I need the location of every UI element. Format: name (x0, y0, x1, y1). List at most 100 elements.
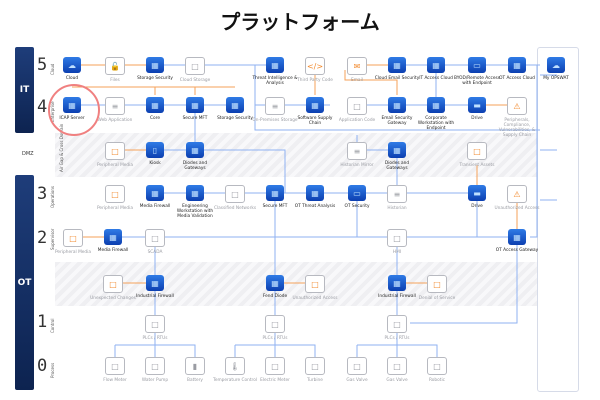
node-storage-security: ▦Storage Security (132, 57, 178, 81)
laptop-unlocked-icon: □ (467, 142, 487, 160)
node-label: Secure MFT (262, 204, 288, 209)
node-label: Diodes and Gateways (182, 161, 208, 171)
node-label: Corporate Workstation with Endpoint (417, 116, 455, 131)
workstation-icon: ▦ (186, 185, 204, 201)
node-label: BYOD/Remote Access with Endpoint (454, 76, 500, 86)
node-third-party-code: </>Third Party Code (292, 57, 338, 83)
node-email-security-gateway: ▦ Email Security Gateway (374, 97, 420, 126)
node-label: Unauthorized Access (494, 206, 540, 211)
turbine-icon: □ (305, 357, 325, 375)
node-label: Media Firewall (139, 204, 171, 209)
node-label: IT Access Cloud (419, 76, 453, 81)
mft-icon: ▦ (266, 185, 284, 201)
warning-door-icon: ⚠ (507, 185, 527, 203)
storage-security-icon: ▦ (226, 97, 244, 113)
node-it-access-cloud: ▦IT Access Cloud (413, 57, 459, 81)
level-2: 2 (37, 228, 48, 248)
node-peripherals-compliance-vulnerabilities-supply-chain: ⚠Peripherals, Compliance, Vulnerabilitie… (494, 97, 540, 138)
node-label: Threat Intelligence & Analysis (252, 76, 298, 86)
usb-drive-icon: ▬ (468, 185, 486, 201)
node-diodes-and-gateways: ▦Diodes and Gateways (374, 142, 420, 171)
valve-icon: □ (387, 357, 407, 375)
node-label: Water Pump (141, 378, 169, 383)
node-label: Historian (387, 206, 407, 211)
industrial-firewall-icon: ▦ (266, 275, 284, 291)
node-software-supply-chain: ▦Software Supply Chain (292, 97, 338, 126)
node-core: ▦Core (132, 97, 178, 121)
panel-icon: □ (387, 229, 407, 247)
node-denial-of-service: □ Denial of Service (414, 275, 460, 301)
node-fend-diode: ▦Fend Diode (252, 275, 298, 299)
node-label: SCADA (147, 250, 163, 255)
dmz-label: DMZ (22, 151, 34, 157)
valve-icon: □ (347, 357, 367, 375)
node-cloud: ☁Cloud (49, 57, 95, 81)
database-icon: ≡ (387, 185, 407, 203)
node-label: OT Access Cloud (499, 76, 535, 81)
node-label: Engineering Workstation with Media Valid… (176, 204, 214, 219)
node-plcs-rtus: □PLCs / RTUs (252, 315, 298, 341)
node-drive: ▬Drive (454, 97, 500, 121)
node-electric-meter: □Electric Meter (252, 357, 298, 383)
node-industrial-firewall: ▦ Industrial Firewall (132, 275, 178, 299)
industrial-firewall-icon: ▦ (146, 275, 164, 291)
storage-security-icon: ▦ (146, 57, 164, 73)
gateway-icon: ▦ (508, 229, 526, 245)
node-label: Email Security Gateway (381, 116, 413, 126)
node-storage-security: ▦ Storage Security (212, 97, 258, 121)
node-label: Storage Security (217, 116, 253, 121)
database-icon: ≡ (265, 97, 285, 115)
node-water-pump: □ Water Pump (132, 357, 178, 383)
email-gateway-icon: ▦ (388, 97, 406, 113)
battery-icon: ▮ (185, 357, 205, 375)
dmz-band (55, 133, 537, 177)
node-label: PLCs / RTUs (262, 336, 288, 341)
media-firewall-icon: ▦ (146, 185, 164, 201)
node-label: OT Threat Analysis (294, 204, 336, 209)
pump-icon: □ (145, 357, 165, 375)
supply-chain-icon: ▦ (306, 97, 324, 113)
node-label: Media Firewall (97, 248, 129, 253)
node-temperature-control: 🌡Temperature Control (212, 357, 258, 383)
node-web-application: ≡Web Application (92, 97, 138, 123)
media-unlocked-icon: □ (63, 229, 83, 247)
core-icon: ▦ (146, 97, 164, 113)
node-label: My OPSWAT (543, 76, 569, 81)
level-4: 4 (37, 97, 48, 117)
node-ot-security: ▭OT Security (334, 185, 380, 209)
node-label: Industrial Firewall (378, 294, 416, 299)
node-label: Unexpected Changes (90, 296, 136, 301)
node-cloud-storage: □Cloud Storage (172, 57, 218, 83)
node-kiosk: ▯Kiosk (132, 142, 178, 166)
arrows-attack-icon: □ (305, 275, 325, 293)
arrows-attack-icon: □ (427, 275, 447, 293)
plc-icon: □ (387, 315, 407, 333)
node-gas-valve: □Gas Valve (374, 357, 420, 383)
node-label: Denial of Service (418, 296, 456, 301)
node-label: Historian Mirror (340, 163, 374, 168)
threat-intel-icon: ▦ (306, 185, 324, 201)
node-label: Diodes and Gateways (384, 161, 410, 171)
node-label: Cloud Storage (179, 78, 211, 83)
node-label: Battery (187, 378, 203, 383)
level-3: 3 (37, 184, 48, 204)
node-historian: ≡ Historian (374, 185, 420, 211)
node-peripheral-media: □Peripheral Media (92, 142, 138, 168)
level-1: 1 (37, 312, 48, 332)
node-industrial-firewall: ▦Industrial Firewall (374, 275, 420, 299)
node-my-opswat: ☁My OPSWAT (533, 57, 579, 81)
node-label: Industrial Firewall (136, 294, 174, 299)
node-label: PLCs / RTUs (384, 336, 410, 341)
node-ot-access-cloud: ▦OT Access Cloud (494, 57, 540, 81)
node-unexpected-changes: □Unexpected Changes (90, 275, 136, 301)
level-0: 0 (37, 356, 48, 376)
node-label: OT Access Gateway (495, 248, 539, 253)
node-peripheral-media: □Peripheral Media (50, 229, 96, 255)
cloud-email-icon: ▦ (388, 57, 406, 73)
connector (114, 323, 438, 365)
connector (410, 65, 538, 324)
media-unlocked-icon: □ (105, 185, 125, 203)
ot-section-bar: OT (15, 175, 34, 390)
node-label: Gas Valve (346, 378, 368, 383)
